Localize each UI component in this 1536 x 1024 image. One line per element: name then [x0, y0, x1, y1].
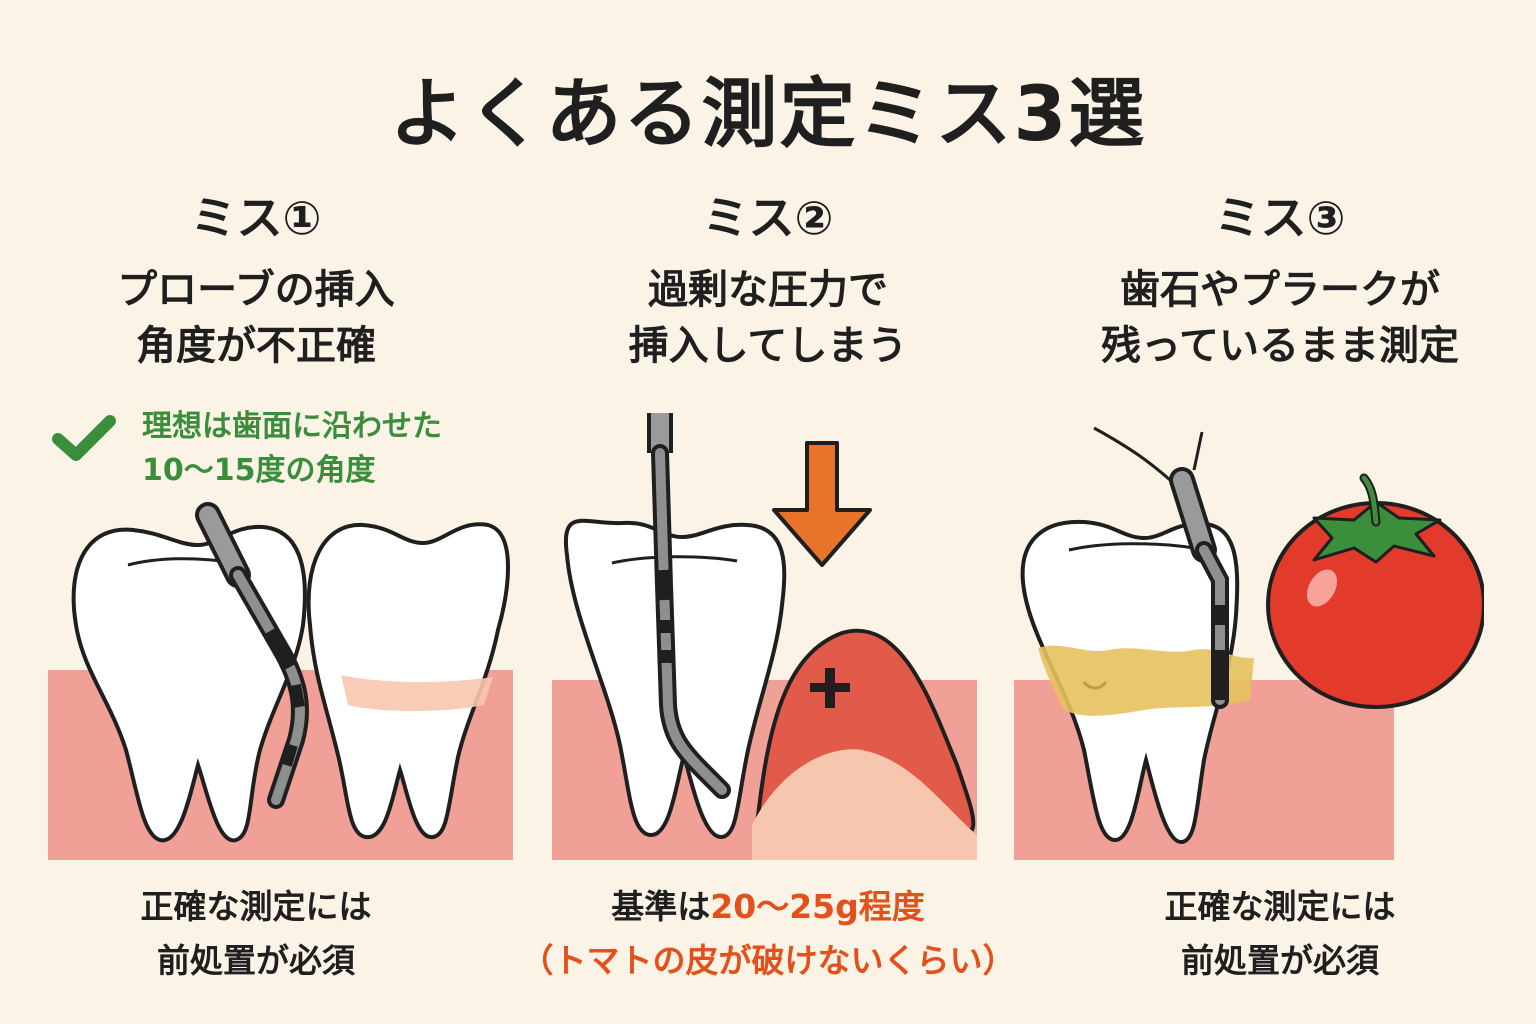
illustration-excess-pressure	[552, 413, 977, 860]
tomato-skin-note: （トマトの皮が破けないくらい）	[520, 941, 1016, 980]
mistake-3-heading-line-2: 残っているまま測定	[1101, 323, 1459, 369]
tooth-right	[306, 522, 510, 840]
mistake-2-caption: 基準は20〜25g程度 （トマトの皮が破けないくらい）	[512, 880, 1024, 988]
mistake-1-panel: ミス① プローブの挿入 角度が不正確 理想は歯面に沿わせた 10〜15度の角度	[0, 0, 513, 1024]
mistake-1-caption: 正確な測定には 前処置が必須	[0, 880, 512, 988]
mistake-1-heading-line-1: プローブの挿入	[117, 267, 395, 313]
plus-icon	[810, 668, 850, 708]
mistake-3-label: ミス③	[1214, 191, 1346, 245]
mistake-2-panel: ミス② 過剰な圧力で 挿入してしまう 基準は20〜25g	[512, 0, 1024, 1024]
illustration-tartar-plaque	[1014, 426, 1484, 860]
mistake-1-caption-line-2: 前処置が必須	[157, 941, 355, 980]
ideal-note-line-1: 理想は歯面に沿わせた	[142, 409, 442, 444]
mistake-2-heading: 過剰な圧力で 挿入してしまう	[512, 262, 1024, 374]
tartar-deposit	[1038, 645, 1254, 716]
mistake-3-caption-line-2: 前処置が必須	[1181, 941, 1379, 980]
mistake-3-panel: ミス③ 歯石やプラークが 残っているまま測定	[1014, 0, 1536, 1024]
mistake-3-caption-line-1: 正確な測定には	[1164, 887, 1396, 926]
mistake-1-heading-line-2: 角度が不正確	[136, 323, 376, 369]
mistake-3-heading: 歯石やプラークが 残っているまま測定	[1024, 262, 1536, 374]
check-icon	[52, 415, 116, 461]
ideal-note-line-2: 10〜15度の角度	[142, 453, 376, 488]
down-arrow-icon	[772, 441, 872, 567]
mistake-1-caption-line-1: 正確な測定には	[140, 887, 372, 926]
pressure-standard: 20〜25g程度	[710, 887, 925, 926]
mistake-3-caption: 正確な測定には 前処置が必須	[1024, 880, 1536, 988]
caption-prefix: 基準は	[611, 887, 711, 926]
gum-inner	[752, 749, 977, 860]
periodontal-probe	[1093, 426, 1229, 709]
mistake-1-label: ミス①	[190, 191, 322, 245]
illustration-probe-angle	[48, 502, 513, 860]
mistake-2-label: ミス②	[702, 191, 834, 245]
periodontal-probe	[195, 502, 309, 809]
mistake-2-heading-line-1: 過剰な圧力で	[648, 267, 888, 313]
page-title: よくある測定ミス3選	[389, 69, 1147, 158]
tomato-icon	[1266, 473, 1484, 709]
mistake-3-heading-line-1: 歯石やプラークが	[1120, 267, 1440, 313]
mistake-2-heading-line-2: 挿入してしまう	[628, 323, 908, 369]
mistake-1-heading: プローブの挿入 角度が不正確	[0, 262, 512, 374]
periodontal-probe	[647, 413, 731, 799]
